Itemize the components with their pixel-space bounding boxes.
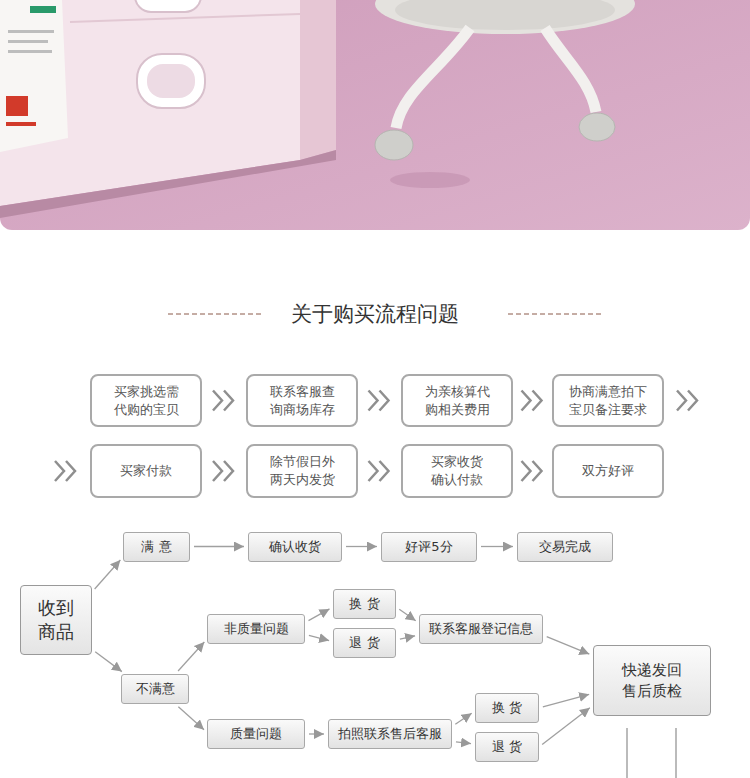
arrow-connector	[543, 694, 589, 707]
box-text: 快递发回售后质检	[621, 660, 684, 701]
status-box: 交易完成	[517, 532, 613, 562]
title-dash	[168, 314, 262, 315]
arrow-connector	[547, 637, 590, 655]
arrow-connector	[455, 713, 471, 724]
chevron-connector	[213, 461, 233, 481]
down-line	[626, 728, 628, 778]
chevron-connector	[522, 461, 542, 481]
box-text: 确认收货	[269, 538, 321, 556]
box-text: 买家收货确认付款	[430, 453, 485, 488]
arrow-connector	[309, 609, 330, 621]
box-text: 除节假日外两天内发货	[268, 453, 336, 488]
arrow-connector	[178, 642, 204, 671]
process-box: 买家收货确认付款	[401, 444, 513, 498]
process-box: 双方好评	[552, 444, 664, 498]
box-text: 退 货	[492, 738, 522, 756]
box-text: 联系客服查询商场库存	[268, 383, 336, 418]
terminal-box: 快递发回售后质检	[593, 645, 711, 716]
title-dash	[508, 314, 602, 315]
status-box: 联系客服登记信息	[419, 614, 543, 644]
box-text: 质量问题	[230, 725, 282, 743]
status-box: 非质量问题	[207, 614, 305, 644]
arrow-connector	[399, 609, 415, 620]
arrow-connector	[456, 742, 471, 744]
status-box: 换 货	[333, 589, 396, 619]
process-box: 买家付款	[90, 444, 202, 498]
box-text: 非质量问题	[224, 620, 289, 638]
status-box: 换 货	[475, 693, 539, 723]
status-box: 质量问题	[207, 719, 305, 749]
arrow-connector	[542, 708, 590, 745]
arrow-connector	[400, 636, 415, 639]
box-text: 换 货	[349, 595, 379, 613]
status-box: 确认收货	[248, 532, 342, 562]
box-text: 退 货	[349, 634, 379, 652]
arrow-connector	[481, 546, 513, 547]
arrow-connector	[178, 707, 204, 730]
box-text: 拍照联系售后客服	[338, 725, 442, 743]
box-text: 为亲核算代购相关费用	[423, 383, 491, 418]
status-box: 不满意	[121, 674, 189, 704]
box-text: 收到商品	[36, 596, 76, 645]
box-text: 买家付款	[120, 462, 172, 480]
title-text: 关于购买流程问题	[287, 302, 463, 326]
box-text: 不满意	[136, 680, 175, 698]
box-text: 联系客服登记信息	[429, 620, 533, 638]
arrow-connector	[95, 652, 122, 672]
arrow-connector	[309, 733, 324, 734]
box-text: 协商满意拍下宝贝备注要求	[568, 383, 649, 418]
process-box: 为亲核算代购相关费用	[401, 374, 513, 427]
down-line	[675, 728, 677, 778]
title-wrap: 关于购买流程问题	[0, 300, 750, 328]
process-box: 联系客服查询商场库存	[246, 374, 358, 427]
box-text: 双方好评	[582, 462, 634, 480]
status-box: 满 意	[123, 532, 190, 562]
terminal-box: 收到商品	[20, 585, 92, 655]
process-box: 除节假日外两天内发货	[246, 444, 358, 498]
chevron-connector	[522, 391, 542, 411]
process-box: 买家挑选需代购的宝贝	[90, 374, 202, 427]
box-text: 买家挑选需代购的宝贝	[112, 383, 180, 418]
box-text: 交易完成	[539, 538, 591, 556]
status-box: 拍照联系售后客服	[328, 719, 452, 749]
chevron-connector	[369, 461, 389, 481]
status-box: 好评5分	[381, 532, 477, 562]
arrow-connector	[346, 546, 377, 547]
arrow-connector	[194, 546, 244, 547]
status-box: 退 货	[333, 628, 396, 658]
chevron-connector	[369, 391, 389, 411]
chevron-connector	[213, 391, 233, 411]
box-text: 满 意	[141, 538, 171, 556]
box-text: 好评5分	[405, 538, 452, 556]
box-text: 换 货	[492, 699, 522, 717]
arrow-connector	[95, 560, 121, 589]
status-box: 退 货	[475, 732, 539, 762]
product-photo	[0, 0, 750, 232]
process-box: 协商满意拍下宝贝备注要求	[552, 374, 664, 427]
arrow-connector	[309, 635, 329, 640]
